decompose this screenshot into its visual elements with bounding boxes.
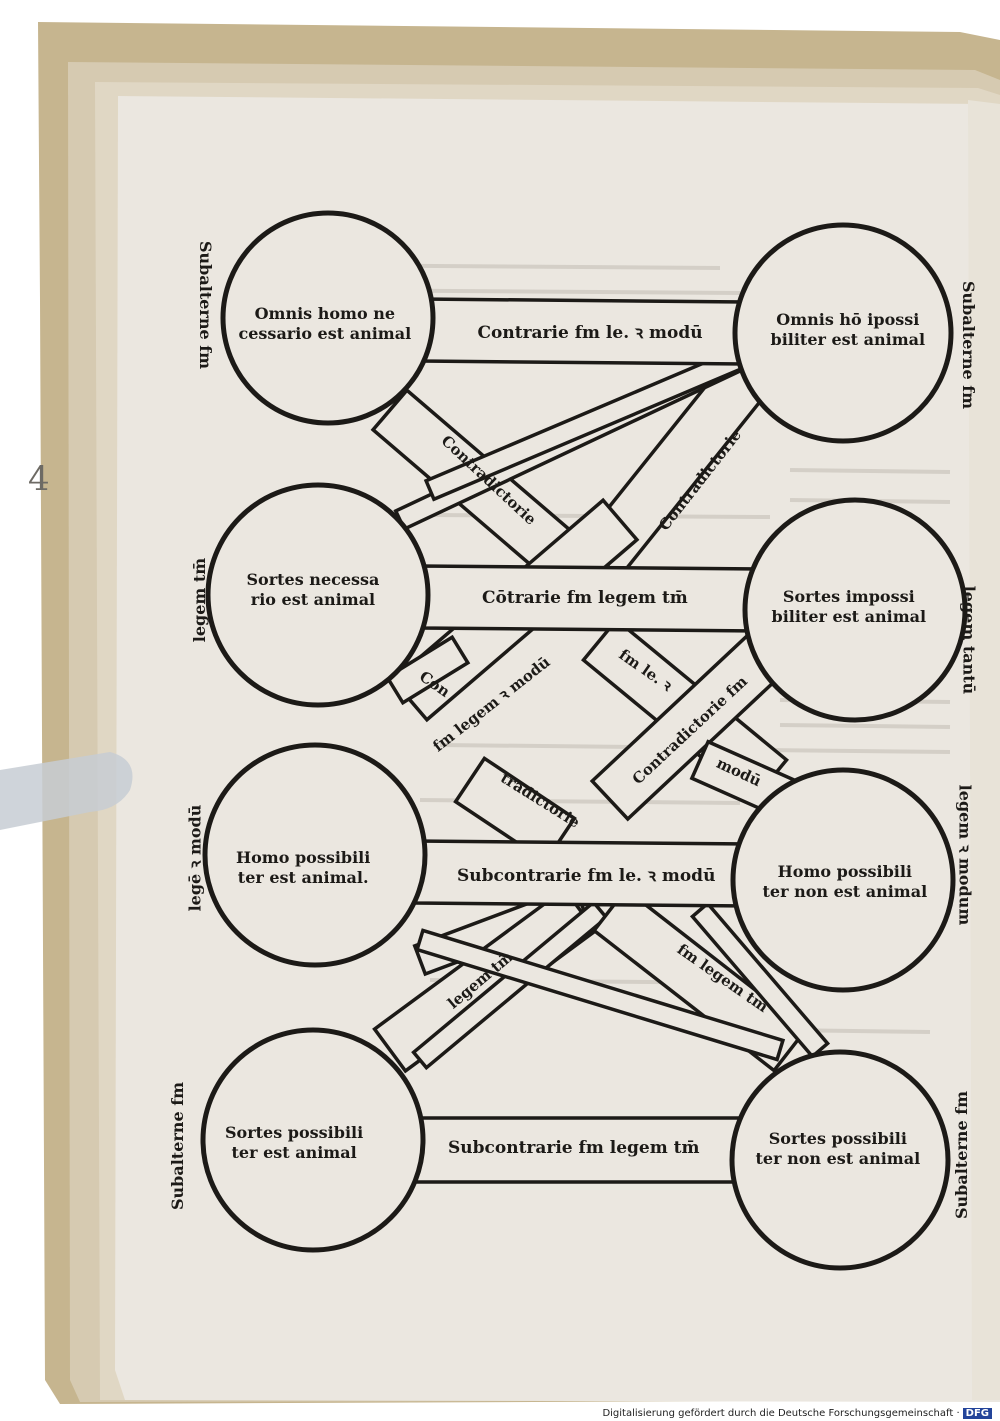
circles-layer [200,210,968,1271]
side-label-right-1: Subalterne fm [959,280,979,410]
side-label-left-4: Subalterne fm [168,1081,188,1211]
proposition-4-line2: biliter est animal [771,607,927,626]
band-label-subcontrarie-lex-modus: Subcontrarie fm le. ꝛ modū [457,865,716,886]
bands-layer [370,297,831,1184]
proposition-circle-2 [732,222,954,444]
facing-page-edge [968,100,1000,1400]
proposition-2-line2: biliter est animal [770,330,926,349]
proposition-2-line1: Omnis hō ipossi [776,310,920,329]
proposition-6-line1: Homo possibili [777,862,913,881]
proposition-circle-6 [730,767,956,993]
side-label-left-2: legem tm̄ [190,557,210,643]
proposition-circle-7 [200,1027,426,1253]
proposition-1-line2: cessario est animal [238,324,412,343]
footer-credit-text: Digitalisierung gefördert durch die Deut… [602,1408,960,1419]
band-thin-6 [689,901,831,1059]
margin-note: 4 [28,459,50,499]
proposition-7-line1: Sortes possibili [225,1123,364,1142]
footer-credit: Digitalisierung gefördert durch die Deut… [602,1408,992,1419]
side-label-right-4: Subalterne fm [952,1090,972,1220]
proposition-1-line1: Omnis homo ne [254,304,396,323]
side-label-right-2: legem tantū [958,585,978,695]
proposition-5-line1: Homo possibili [236,848,371,867]
proposition-3-line2: rio est animal [250,590,376,609]
side-label-right-3: legem ꝛ modum [954,784,974,926]
proposition-circle-1 [220,210,436,426]
band-label-contrarie-lex-modus: Contrarie fm le. ꝛ modū [477,322,703,343]
band-con [384,634,471,706]
proposition-7-line2: ter est animal [231,1143,357,1162]
side-label-left-1: Subalterne fm [196,240,216,370]
proposition-3-line1: Sortes necessa [246,570,380,589]
proposition-5-line2: ter est animal. [237,868,369,887]
proposition-6-line2: ter non est animal [762,882,928,901]
proposition-circle-3 [205,482,431,708]
proposition-8-line1: Sortes possibili [768,1129,907,1148]
page-clip [0,752,133,830]
proposition-circle-5 [202,742,428,968]
band-thin-5 [414,928,786,1062]
proposition-8-line2: ter non est animal [755,1149,921,1168]
side-label-left-3: legē ꝛ modū [184,804,204,912]
proposition-circle-4 [742,497,968,723]
band-label-contrarie-lex: Cōtrarie fm legem tm̄ [482,587,688,608]
dfg-logo: DFG [962,1408,992,1419]
band-label-subcontrarie-lex: Subcontrarie fm legem tm̄ [448,1137,700,1158]
proposition-circle-8 [729,1049,951,1271]
proposition-4-line1: Sortes impossi [782,587,915,606]
